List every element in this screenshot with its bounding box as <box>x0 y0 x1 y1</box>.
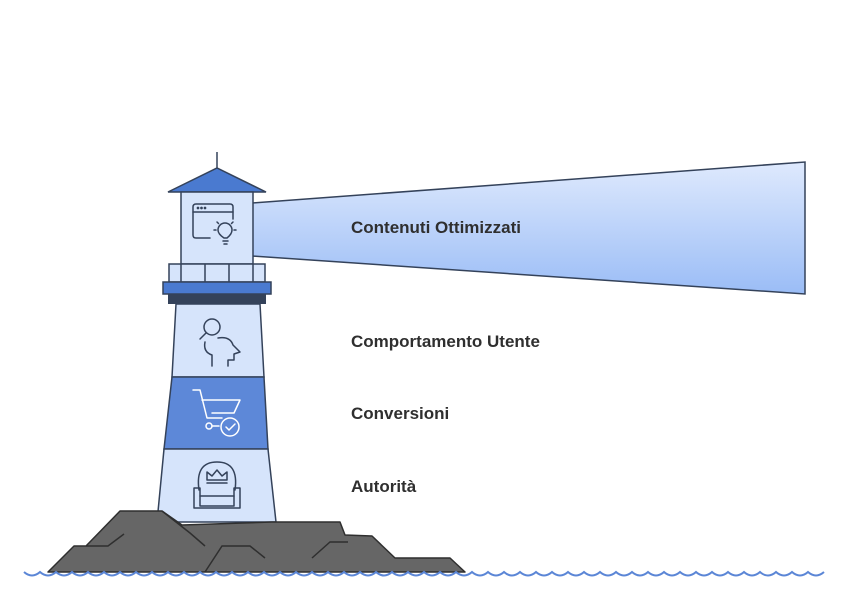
label-contenuti-ottimizzati: Contenuti Ottimizzati <box>351 218 521 237</box>
lantern-room <box>180 191 254 265</box>
platform <box>162 281 272 295</box>
tower-band-3 <box>156 448 277 523</box>
platform-base <box>168 294 266 304</box>
head-search-icon <box>199 318 241 367</box>
balcony-railing <box>168 263 266 283</box>
water-waves <box>23 570 825 577</box>
label-comportamento-utente: Comportamento Utente <box>351 332 540 351</box>
lighthouse-roof <box>167 167 267 193</box>
armchair-crown-icon <box>193 461 241 509</box>
browser-lightbulb-icon <box>192 203 237 245</box>
cart-check-icon <box>192 389 241 437</box>
light-beam <box>251 161 806 295</box>
rocks <box>47 510 466 573</box>
label-autorita: Autorità <box>351 477 417 496</box>
label-conversioni: Conversioni <box>351 404 450 423</box>
tower-band-1 <box>171 303 265 378</box>
